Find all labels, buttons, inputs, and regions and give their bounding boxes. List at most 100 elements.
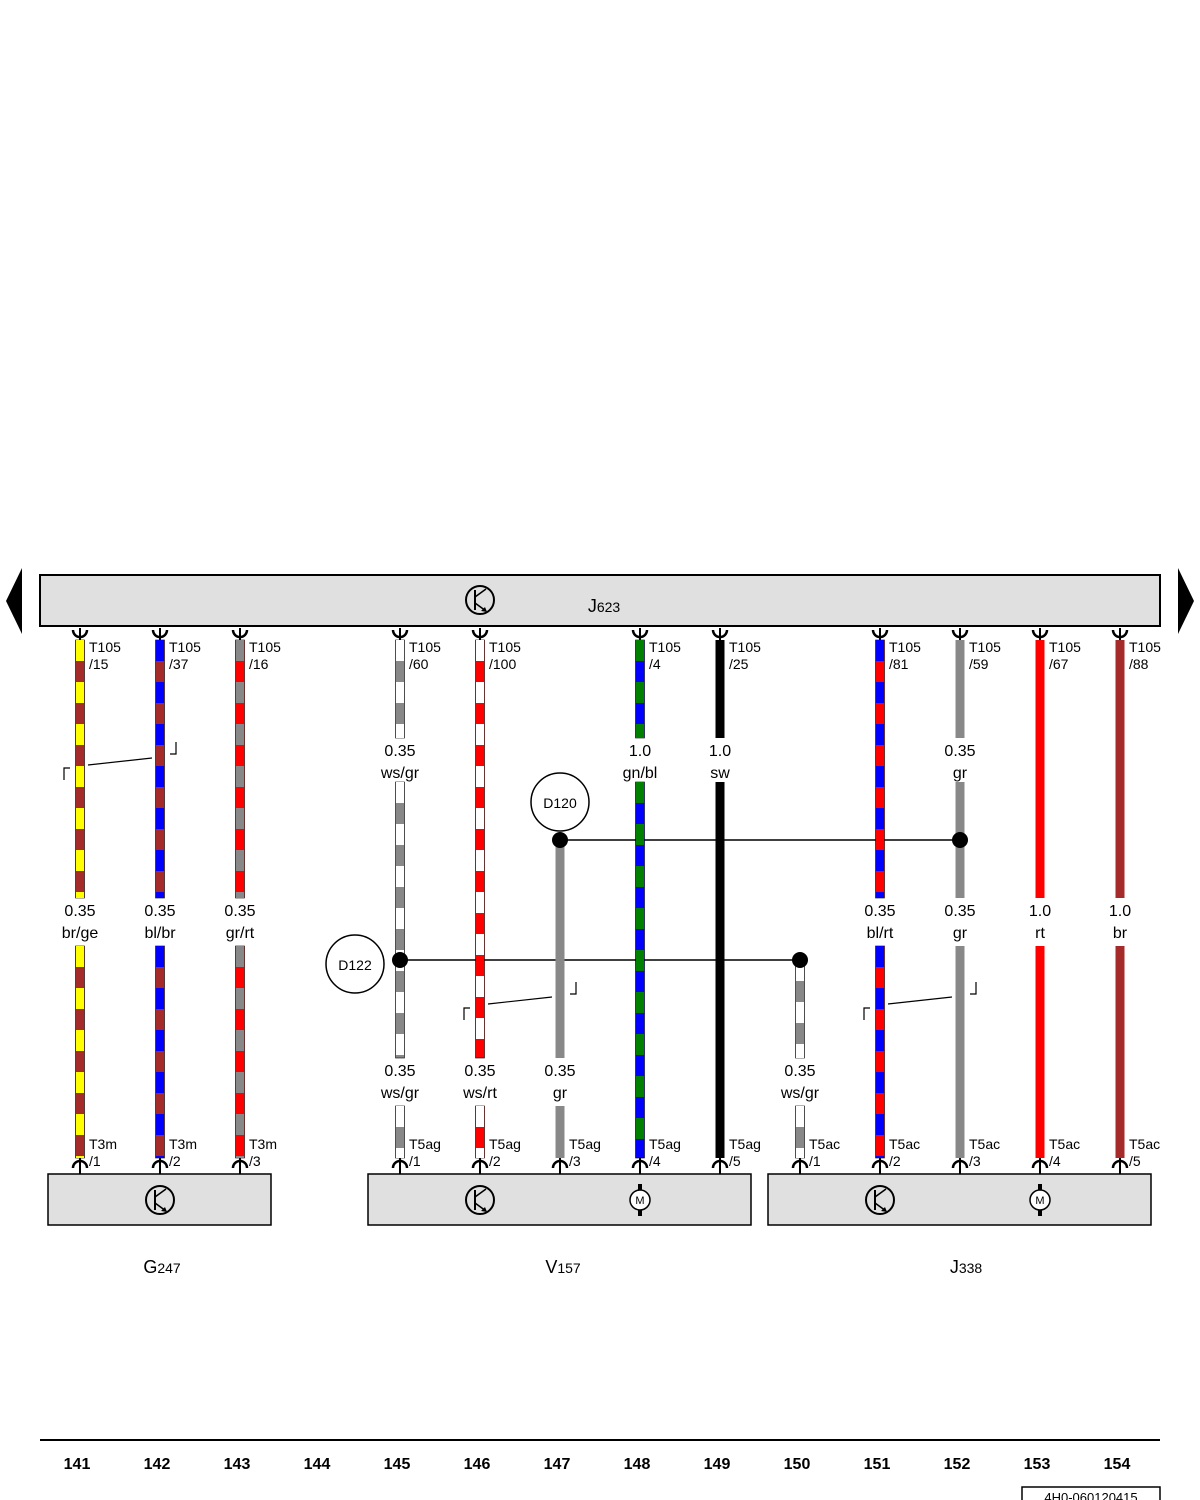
wire-stripe — [76, 682, 84, 703]
transistor-icon — [145, 1185, 175, 1215]
connector-pin-top: T105/60 — [391, 628, 441, 672]
column-number: 144 — [304, 1456, 331, 1473]
wire-segment — [715, 782, 725, 1158]
column-number: 147 — [544, 1456, 571, 1473]
pin-number-label: /1 — [809, 1153, 821, 1169]
wire-stripe — [156, 1072, 164, 1093]
connector-pin-bottom: T3m/1 — [71, 1136, 117, 1174]
pin-number-label: /88 — [1129, 656, 1149, 672]
wire-color-label: br — [1113, 925, 1128, 942]
column-number: 148 — [624, 1456, 651, 1473]
connector-pin-top: T105/37 — [151, 628, 201, 672]
wire-stripe — [396, 1148, 404, 1158]
pin-connector-label: T5ag — [729, 1136, 761, 1152]
pin-number-label: /3 — [569, 1153, 581, 1169]
wire-stripe — [156, 640, 164, 661]
pin-connector-label: T3m — [169, 1136, 197, 1152]
wire-stripe — [396, 992, 404, 1013]
wire-stripe — [796, 1044, 804, 1058]
pin-number-label: /16 — [249, 656, 269, 672]
wire-stripe — [156, 1156, 164, 1158]
wire-color-label: gr — [953, 925, 968, 942]
wire-stripe — [76, 988, 84, 1009]
pin-number-label: /60 — [409, 656, 429, 672]
pin-connector-label: T105 — [409, 639, 441, 655]
connector-pin-top: T105/88 — [1111, 628, 1161, 672]
wire-size-label: 1.0 — [629, 743, 651, 760]
wire-stripe — [476, 724, 484, 745]
wire-stripe — [76, 946, 84, 967]
wire-stripe — [396, 724, 404, 738]
wire-stripe — [876, 724, 884, 745]
wire-stripe — [876, 1156, 884, 1158]
wire-size-label: 1.0 — [1029, 903, 1051, 920]
splice-lines — [400, 839, 960, 961]
wire-segment — [1035, 640, 1045, 898]
wire-stripe — [476, 766, 484, 787]
motor-symbol: M — [1035, 1195, 1044, 1207]
pin-connector-label: T105 — [649, 639, 681, 655]
wire-stripe — [876, 640, 884, 661]
wire-stripe — [236, 766, 244, 787]
connector-pin-bottom: T5ac/4 — [1031, 1136, 1080, 1174]
wire-stripe — [76, 850, 84, 871]
pin-number-label: /4 — [649, 1153, 661, 1169]
pin-connector-label: T5ac — [969, 1136, 1000, 1152]
wire-color-label: sw — [710, 765, 730, 782]
wire-stripe — [636, 782, 644, 803]
transistor-icon — [465, 1185, 495, 1215]
wire-size-label: 0.35 — [384, 743, 415, 760]
wire-color-label: rt — [1035, 925, 1045, 942]
wire-stripe — [236, 640, 244, 661]
wire-segment — [955, 946, 965, 1158]
wire-stripe — [476, 808, 484, 829]
wire-segment — [1115, 946, 1125, 1158]
wire-stripe — [876, 682, 884, 703]
doc-id-box — [1021, 1486, 1161, 1500]
wire-color-label: bl/rt — [867, 925, 894, 942]
wire-stripe — [876, 1072, 884, 1093]
splice-d122: D122 — [325, 934, 808, 994]
pin-number-label: /67 — [1049, 656, 1069, 672]
connector-pin-top: T105/100 — [471, 628, 521, 672]
wire-color-label: br/ge — [62, 925, 99, 942]
wire-stripe — [156, 724, 164, 745]
wire-stripe — [476, 934, 484, 955]
wire-stripe — [156, 892, 164, 898]
wire-segment — [1115, 640, 1125, 898]
wire-color-label: ws/rt — [462, 1085, 497, 1102]
pin-connector-label: T105 — [489, 639, 521, 655]
wire-size-label: 1.0 — [709, 743, 731, 760]
pin-connector-label: T5ac — [809, 1136, 840, 1152]
transistor-icon — [865, 1185, 895, 1215]
wire-color-label: ws/gr — [780, 1085, 820, 1102]
motor-icon: M — [1029, 1184, 1051, 1216]
splice-d120: D120 — [530, 772, 968, 848]
pin-number-label: /5 — [1129, 1153, 1141, 1169]
component-v157 — [367, 1173, 752, 1226]
wire-stripe — [476, 1106, 484, 1127]
wire-stripe — [396, 824, 404, 845]
wire-stripe — [636, 992, 644, 1013]
wire-segment — [555, 840, 565, 1058]
wire-stripe — [396, 1106, 404, 1127]
left-arrow-icon[interactable] — [6, 568, 22, 634]
wire-stripe — [876, 808, 884, 829]
wire-segment — [955, 640, 965, 738]
wire-stripe — [476, 1018, 484, 1039]
pin-connector-label: T105 — [1129, 639, 1161, 655]
wire-stripe — [156, 766, 164, 787]
wire-color-label: ws/gr — [380, 765, 420, 782]
wire-stripe — [876, 1030, 884, 1051]
right-arrow-icon[interactable] — [1178, 568, 1194, 634]
component-v157-label: V157 — [545, 1257, 581, 1277]
pin-number-label: /4 — [1049, 1153, 1061, 1169]
pin-number-label: /59 — [969, 656, 989, 672]
wire-stripe — [396, 640, 404, 661]
pin-number-label: /1 — [89, 1153, 101, 1169]
